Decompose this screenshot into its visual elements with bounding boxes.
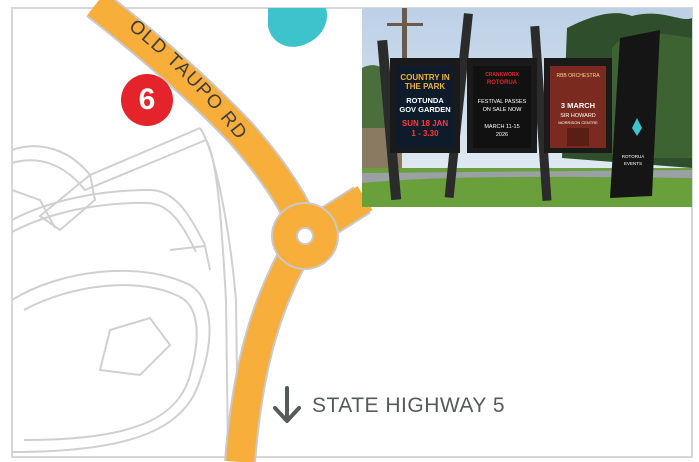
svg-text:EVENTS: EVENTS [624,161,642,166]
svg-text:SIR HOWARD: SIR HOWARD [560,113,596,119]
park-paths [11,127,239,458]
state-highway-label-text: STATE HIGHWAY 5 [312,394,506,417]
svg-text:CRANKWORX: CRANKWORX [485,72,519,78]
sign-crankworx-rotorua: CRANKWORX ROTORUA FESTIVAL PASSES ON SAL… [473,66,531,148]
svg-text:ON SALE NOW: ON SALE NOW [483,107,523,113]
svg-text:MORRISON CENTRE: MORRISON CENTRE [558,120,598,125]
svg-text:THE PARK: THE PARK [405,82,446,91]
signage-photo-illustration: COUNTRY IN THE PARK ROTUNDA GOV GARDEN S… [362,8,692,207]
rotorua-events-totem: ROTORUA EVENTS [610,30,660,198]
event-signage-photo: COUNTRY IN THE PARK ROTUNDA GOV GARDEN S… [362,8,692,207]
svg-text:COUNTRY IN: COUNTRY IN [400,73,450,82]
svg-text:FESTIVAL PASSES: FESTIVAL PASSES [478,99,527,105]
svg-text:ROTORUA: ROTORUA [487,80,518,86]
svg-text:ROTORUA: ROTORUA [622,154,644,159]
svg-text:MARCH 11-15: MARCH 11-15 [484,124,519,130]
svg-text:RBB ORCHESTRA: RBB ORCHESTRA [556,73,600,79]
svg-text:1 - 3.30: 1 - 3.30 [411,129,439,138]
roundabout-island [296,227,314,245]
arrow-down-icon [273,386,301,423]
svg-text:2026: 2026 [496,132,508,138]
sign-rbb-orchestra: RBB ORCHESTRA 3 MARCH SIR HOWARD MORRISO… [550,66,606,148]
state-highway-label: STATE HIGHWAY 5 [270,386,505,426]
svg-text:ROTUNDA: ROTUNDA [406,96,444,105]
lake-water [268,8,327,47]
svg-text:SUN 18 JAN: SUN 18 JAN [402,119,448,128]
sign-country-in-the-park: COUNTRY IN THE PARK ROTUNDA GOV GARDEN S… [396,66,454,148]
svg-text:3 MARCH: 3 MARCH [561,101,595,110]
rotorua-events-logo-icon [632,118,642,136]
svg-text:GOV GARDEN: GOV GARDEN [399,105,450,114]
location-marker-badge[interactable]: 6 [121,74,173,126]
